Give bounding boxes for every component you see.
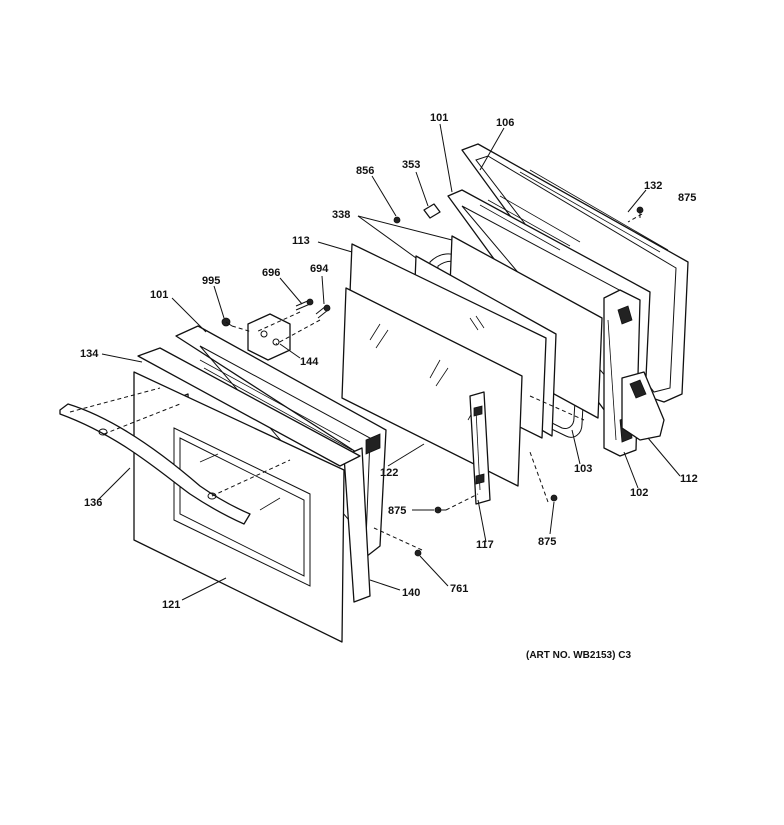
label-134: 134 — [80, 348, 99, 360]
label-136: 136 — [84, 497, 102, 509]
label-103: 103 — [574, 463, 592, 475]
label-113: 113 — [292, 235, 310, 247]
part-112-hinge — [621, 371, 665, 441]
label-144: 144 — [300, 356, 319, 368]
part-labels: 101 106 856 353 132 875 338 113 995 696 … — [80, 112, 698, 661]
label-117: 117 — [476, 539, 494, 551]
assembly-lines — [69, 213, 643, 551]
label-132: 132 — [644, 180, 662, 192]
label-694: 694 — [310, 263, 329, 275]
part-144-hinge-bracket — [247, 313, 291, 361]
label-875-mid: 875 — [388, 505, 406, 517]
art-number: (ART NO. WB2153) C3 — [526, 650, 631, 661]
label-140: 140 — [402, 587, 420, 599]
label-696: 696 — [262, 267, 280, 279]
leader-lines — [97, 123, 681, 601]
label-121: 121 — [162, 599, 180, 611]
label-101-rear: 101 — [430, 112, 448, 124]
label-353: 353 — [402, 159, 420, 171]
label-856: 856 — [356, 165, 374, 177]
screws — [221, 203, 644, 557]
label-106: 106 — [496, 117, 514, 129]
part-140-side-trim — [343, 447, 371, 603]
label-338: 338 — [332, 209, 350, 221]
label-122: 122 — [380, 467, 398, 479]
label-875-right: 875 — [538, 536, 556, 548]
part-117-bracket — [469, 391, 491, 505]
label-112: 112 — [680, 473, 698, 485]
label-101-front: 101 — [150, 289, 168, 301]
label-761: 761 — [450, 583, 468, 595]
label-875-top: 875 — [678, 192, 696, 204]
part-136-handle — [59, 403, 251, 525]
label-102: 102 — [630, 487, 648, 499]
label-995: 995 — [202, 275, 220, 287]
